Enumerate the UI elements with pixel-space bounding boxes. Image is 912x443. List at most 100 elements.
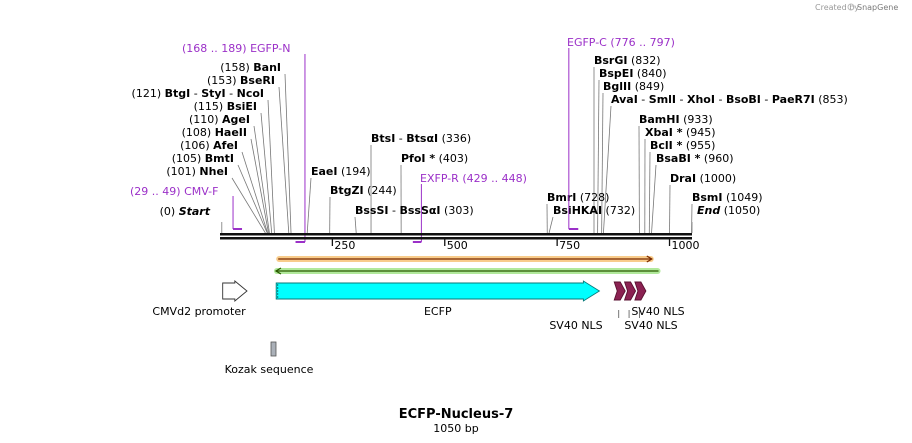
primer-name: CMV-F: [184, 185, 218, 198]
enzyme-name: DraI: [670, 172, 696, 185]
enzyme-name: -: [676, 93, 687, 106]
enzyme-name: -: [190, 87, 201, 100]
feature-label: SV40 NLS: [631, 305, 684, 318]
restriction-site-label: BtsI - BtsαI (336): [371, 132, 471, 145]
ruler-tick-label: 250: [334, 239, 355, 252]
map-title: ECFP-Nucleus-7: [399, 407, 514, 422]
site-position: (105): [172, 152, 205, 165]
ruler-tick-label: 750: [559, 239, 580, 252]
primer-name: EGFP-C: [567, 36, 610, 49]
site-position: (194): [338, 165, 371, 178]
site-position: (1000): [696, 172, 736, 185]
restriction-site-label: BsaBI * (960): [656, 152, 734, 165]
restriction-site-label: BsmI (1049): [692, 191, 763, 204]
enzyme-name: BtgZI: [330, 184, 364, 197]
site-leader-line: [648, 151, 651, 234]
map-title-block: ECFP-Nucleus-7 1050 bp: [399, 407, 514, 435]
site-position: (732): [602, 204, 635, 217]
site-position: (840): [633, 67, 666, 80]
enzyme-name: -: [638, 93, 649, 106]
enzyme-name: BtgI: [165, 87, 191, 100]
feature-label: Kozak sequence: [225, 363, 314, 376]
feature-label: CMVd2 promoter: [152, 305, 246, 318]
feature-arrow-cmvd2: [222, 280, 248, 302]
site-position: (1050): [720, 204, 760, 217]
site-leader-line: [603, 105, 612, 234]
ruler-tick-label: 500: [447, 239, 468, 252]
enzyme-name: BamHI: [639, 113, 680, 126]
primer-label: (168 .. 189) EGFP-N: [182, 42, 290, 55]
site-position: (960): [700, 152, 733, 165]
feature-label: SV40 NLS: [549, 319, 602, 332]
enzyme-name: XhoI: [687, 93, 715, 106]
site-leader-line: [267, 99, 275, 234]
primer-range: (29 .. 49): [130, 185, 184, 198]
enzyme-name: BssSI: [355, 204, 389, 217]
restriction-site-label: DraI (1000): [670, 172, 736, 185]
site-position: (158): [220, 61, 253, 74]
enzyme-name: End: [697, 204, 720, 217]
primer-range: (776 .. 797): [610, 36, 675, 49]
site-position: (101): [166, 165, 199, 178]
site-leader-line: [260, 112, 273, 234]
site-leader-line: [231, 177, 266, 234]
orf-arrowhead-icon: [274, 267, 282, 275]
enzyme-name: BsrGI: [594, 54, 627, 67]
enzyme-name: AfeI: [213, 139, 238, 152]
restriction-site-label: BglII (849): [603, 80, 664, 93]
enzyme-name: -: [761, 93, 772, 106]
enzyme-name: BssSαI: [399, 204, 440, 217]
enzyme-name: BclI *: [650, 139, 683, 152]
enzyme-name: StyI: [201, 87, 225, 100]
enzyme-name: -: [389, 204, 400, 217]
site-leader-line: [354, 216, 357, 234]
site-position: (110): [189, 113, 222, 126]
enzyme-name: BsiEI: [227, 100, 257, 113]
restriction-site-label: EaeI (194): [311, 165, 371, 178]
enzyme-name: AgeI: [222, 113, 250, 126]
restriction-site-label: BclI * (955): [650, 139, 715, 152]
enzyme-name: HaeII: [215, 126, 247, 139]
site-position: (933): [680, 113, 713, 126]
primer-name: EGFP-N: [250, 42, 290, 55]
dna-backbone: [220, 233, 692, 240]
site-position: (945): [682, 126, 715, 139]
restriction-site-label: (101) NheI: [166, 165, 228, 178]
site-position: (244): [364, 184, 397, 197]
enzyme-name: -: [395, 132, 406, 145]
site-leader-line: [250, 138, 269, 234]
enzyme-name: BsaBI *: [656, 152, 701, 165]
enzyme-name: PaeR7I: [772, 93, 815, 106]
restriction-site-label: End (1050): [697, 204, 760, 217]
feature-label: SV40 NLS: [624, 319, 677, 332]
site-position: (336): [438, 132, 471, 145]
site-leader-line: [284, 73, 292, 234]
enzyme-name: AvaI: [611, 93, 638, 106]
enzyme-name: BseRI: [240, 74, 275, 87]
ruler-tick-label: 1000: [672, 239, 700, 252]
enzyme-name: BtsI: [371, 132, 395, 145]
enzyme-name: BsmI: [692, 191, 723, 204]
enzyme-name: XbaI *: [645, 126, 683, 139]
site-leader-line: [237, 164, 268, 234]
site-leader-lines: [221, 66, 693, 234]
feature-label: ECFP: [424, 305, 452, 318]
restriction-site-label: (0) Start: [160, 205, 211, 218]
restriction-site-label: AvaI - SmlI - XhoI - BsoBI - PaeR7I (853…: [611, 93, 848, 106]
credit-prefix: Created by: [815, 3, 859, 12]
enzyme-name: BtsαI: [406, 132, 438, 145]
credit-brand: SnapGene: [857, 3, 898, 12]
site-position: (153): [207, 74, 240, 87]
site-position: (115): [194, 100, 227, 113]
enzyme-name: BsiHKAI: [553, 204, 602, 217]
primer-range: (429 .. 448): [462, 172, 527, 185]
primer-label: (29 .. 49) CMV-F: [130, 185, 218, 198]
site-position: (0): [160, 205, 179, 218]
snapgene-logo-icon: [847, 3, 855, 11]
primer-label: EXFP-R (429 .. 448): [420, 172, 527, 185]
site-leader-line: [597, 79, 600, 234]
enzyme-name: BanI: [253, 61, 281, 74]
site-position: (832): [627, 54, 660, 67]
